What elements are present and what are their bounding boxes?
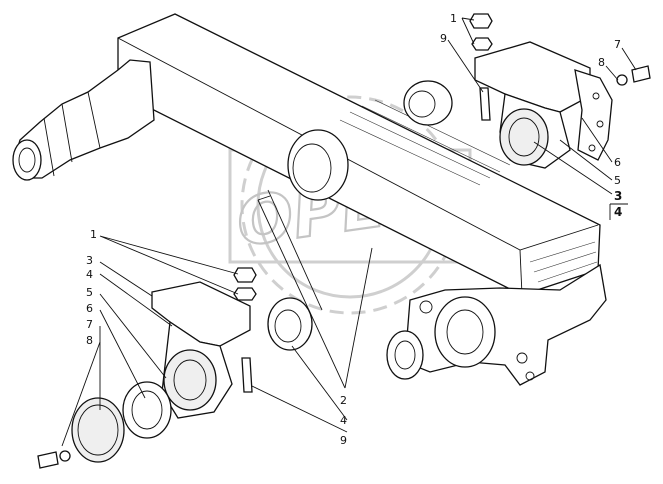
upper-bracket-assembly (469, 13, 651, 169)
bolt-lower (241, 357, 253, 393)
callout-4-left: 4 (86, 268, 93, 281)
callout-3-left: 3 (86, 254, 93, 267)
callout-6-left: 6 (86, 302, 93, 315)
washer-upper (471, 37, 493, 51)
callout-9-top: 9 (440, 32, 447, 45)
callout-4-top: 4 (614, 205, 622, 219)
seal-ring (122, 381, 172, 439)
washer-small-right (616, 74, 628, 86)
callout-5-top: 5 (614, 174, 621, 187)
nut-upper (469, 13, 493, 29)
washer-lower (233, 287, 257, 301)
bolt-upper (479, 87, 491, 121)
callout-2-bottom: 2 (340, 394, 347, 407)
washer-small-left (59, 450, 71, 462)
callout-1-top: 1 (450, 12, 457, 25)
callout-1-left: 1 (90, 228, 97, 241)
callout-5-left: 5 (86, 286, 93, 299)
end-cover (71, 397, 125, 463)
callout-bracket-top (609, 203, 628, 220)
bolt-small-right (631, 65, 651, 83)
bolt-small-left (37, 451, 59, 469)
leader-lines (61, 17, 637, 447)
callout-8-left: 8 (86, 334, 93, 347)
callout-9-bottom: 9 (340, 434, 347, 447)
callout-7-left: 7 (86, 318, 93, 331)
nut-lower (233, 267, 257, 283)
callout-8-top: 8 (598, 56, 605, 69)
callout-3-top: 3 (614, 189, 622, 203)
callout-6-top: 6 (614, 156, 621, 169)
lower-bracket-assembly (37, 267, 313, 469)
callout-7-top: 7 (614, 38, 621, 51)
axle-beam (12, 13, 607, 386)
callout-4-bottom: 4 (340, 414, 347, 427)
